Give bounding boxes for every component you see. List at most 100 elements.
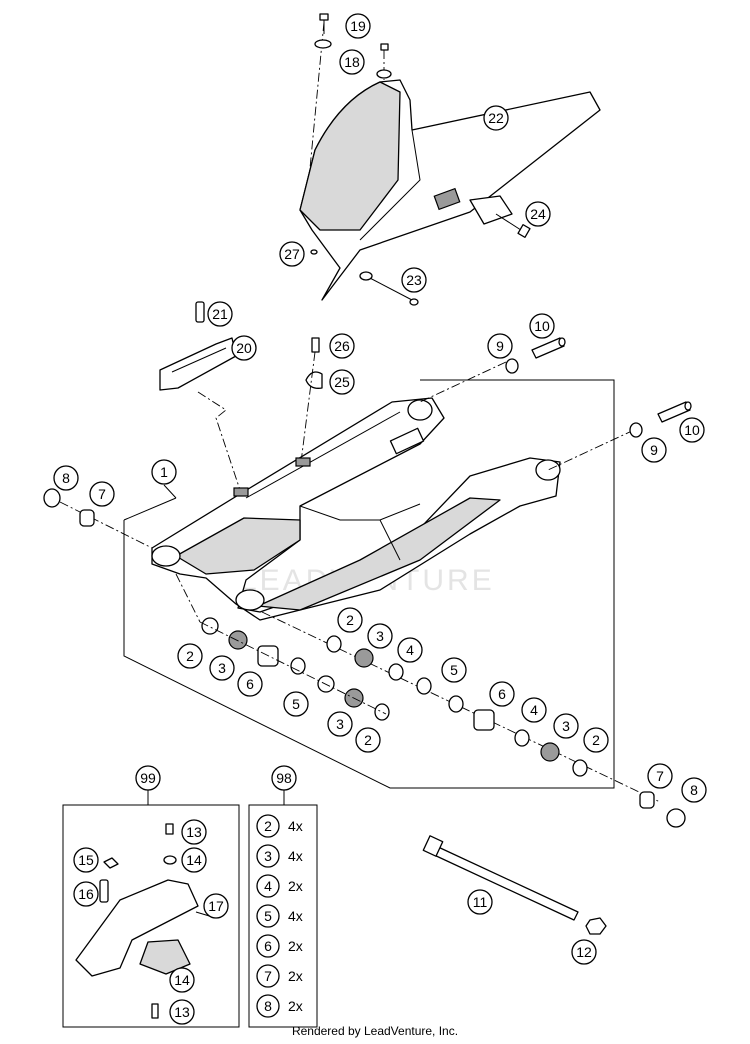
callout-22[interactable]: 22 [483, 105, 509, 131]
bolt-24[interactable] [495, 213, 531, 238]
cap-8-right[interactable] [666, 808, 686, 828]
callout-13-top[interactable]: 13 [181, 819, 207, 845]
svg-text:2: 2 [264, 818, 272, 834]
nut-18[interactable] [376, 43, 392, 79]
svg-text:3: 3 [562, 718, 570, 734]
callout-2-a[interactable]: 2 [337, 607, 363, 633]
svg-text:3: 3 [264, 848, 272, 864]
callout-9-upper[interactable]: 9 [487, 333, 513, 359]
sleeve-10-upper[interactable] [531, 337, 566, 359]
callout-5-b[interactable]: 5 [283, 691, 309, 717]
svg-text:2x: 2x [288, 878, 303, 894]
svg-text:8: 8 [690, 782, 698, 798]
sleeve-7-right[interactable] [639, 791, 655, 809]
callout-2-c[interactable]: 2 [355, 727, 381, 753]
callout-23[interactable]: 23 [401, 267, 427, 293]
kit-98-row-6: 8 2x [256, 994, 303, 1018]
callout-4-b[interactable]: 4 [521, 697, 547, 723]
callout-10-upper[interactable]: 10 [529, 313, 555, 339]
callout-2-b[interactable]: 2 [177, 643, 203, 669]
svg-text:7: 7 [264, 968, 272, 984]
callout-8-right[interactable]: 8 [681, 777, 707, 803]
kit-98-list: 2 4x 3 4x 4 2x 5 4x 6 2x 7 2x 8 2x [256, 814, 303, 1018]
screw-21[interactable] [195, 301, 205, 323]
svg-text:14: 14 [186, 852, 202, 868]
callout-3-b[interactable]: 3 [209, 655, 235, 681]
callout-11[interactable]: 11 [467, 889, 493, 915]
svg-text:23: 23 [406, 272, 422, 288]
callout-14-top[interactable]: 14 [181, 847, 207, 873]
callout-13-bottom[interactable]: 13 [169, 999, 195, 1025]
washer-9-upper[interactable] [505, 358, 519, 374]
svg-text:99: 99 [140, 770, 156, 786]
footer-credit: Rendered by LeadVenture, Inc. [291, 1024, 459, 1038]
screw-27[interactable] [310, 249, 318, 255]
callout-17[interactable]: 17 [203, 893, 229, 919]
callouts: 19 18 22 24 27 23 21 20 26 25 10 9 10 9 … [53, 13, 707, 1025]
callout-6-b[interactable]: 6 [489, 681, 515, 707]
callout-3-c[interactable]: 3 [327, 711, 353, 737]
chain-slider-20[interactable] [159, 337, 237, 391]
callout-8-left[interactable]: 8 [53, 465, 79, 491]
callout-4-a[interactable]: 4 [397, 637, 423, 663]
callout-10-right[interactable]: 10 [679, 417, 705, 443]
nut-12[interactable] [585, 917, 607, 935]
cap-8-left[interactable] [43, 488, 61, 508]
callout-14-bottom[interactable]: 14 [169, 967, 195, 993]
callout-1[interactable]: 1 [151, 459, 177, 485]
svg-text:6: 6 [264, 938, 272, 954]
callout-3-d[interactable]: 3 [553, 713, 579, 739]
callout-25[interactable]: 25 [329, 369, 355, 395]
svg-text:3: 3 [218, 660, 226, 676]
callout-27[interactable]: 27 [279, 241, 305, 267]
svg-text:5: 5 [292, 696, 300, 712]
callout-99[interactable]: 99 [135, 765, 161, 791]
callout-98[interactable]: 98 [271, 765, 297, 791]
callout-6-a[interactable]: 6 [237, 671, 263, 697]
svg-text:8: 8 [264, 998, 272, 1014]
svg-text:2x: 2x [288, 968, 303, 984]
callout-3-a[interactable]: 3 [367, 623, 393, 649]
callout-18[interactable]: 18 [339, 49, 365, 75]
kit-98-box [248, 804, 318, 1028]
callout-15[interactable]: 15 [73, 847, 99, 873]
svg-text:2: 2 [346, 612, 354, 628]
sleeve-7-left[interactable] [79, 509, 95, 527]
callout-19[interactable]: 19 [345, 13, 371, 39]
kit-98-row-5: 7 2x [256, 964, 303, 988]
screw-19[interactable] [319, 13, 329, 34]
callout-7-right[interactable]: 7 [647, 763, 673, 789]
washer-18[interactable] [314, 39, 332, 49]
callout-21[interactable]: 21 [207, 301, 233, 327]
svg-text:4: 4 [406, 642, 414, 658]
callout-12[interactable]: 12 [571, 939, 597, 965]
chain-guide-99[interactable] [75, 879, 199, 977]
swingarm-1[interactable] [151, 397, 561, 621]
callout-7-left[interactable]: 7 [89, 481, 115, 507]
callout-26[interactable]: 26 [329, 333, 355, 359]
bolt-23[interactable] [359, 271, 419, 306]
callout-16[interactable]: 16 [73, 881, 99, 907]
svg-text:9: 9 [650, 442, 658, 458]
callout-2-d[interactable]: 2 [583, 727, 609, 753]
callout-20[interactable]: 20 [231, 335, 257, 361]
callout-24[interactable]: 24 [525, 201, 551, 227]
svg-text:98: 98 [276, 770, 292, 786]
svg-text:3: 3 [376, 628, 384, 644]
svg-text:3: 3 [336, 716, 344, 732]
pivot-axle-11[interactable] [422, 835, 579, 921]
callout-5-a[interactable]: 5 [441, 657, 467, 683]
washer-9-right[interactable] [629, 422, 643, 438]
screw-26[interactable] [311, 337, 320, 353]
kit-98-row-3: 5 4x [256, 904, 303, 928]
svg-text:21: 21 [212, 306, 228, 322]
callout-9-right[interactable]: 9 [641, 437, 667, 463]
kit-99-box [62, 804, 240, 1028]
svg-text:13: 13 [186, 824, 202, 840]
clamp-assembly [299, 337, 323, 471]
svg-text:2: 2 [186, 648, 194, 664]
kit-98-row-2: 4 2x [256, 874, 303, 898]
sleeve-10-right[interactable] [657, 401, 692, 423]
clamp-25[interactable] [305, 371, 323, 389]
